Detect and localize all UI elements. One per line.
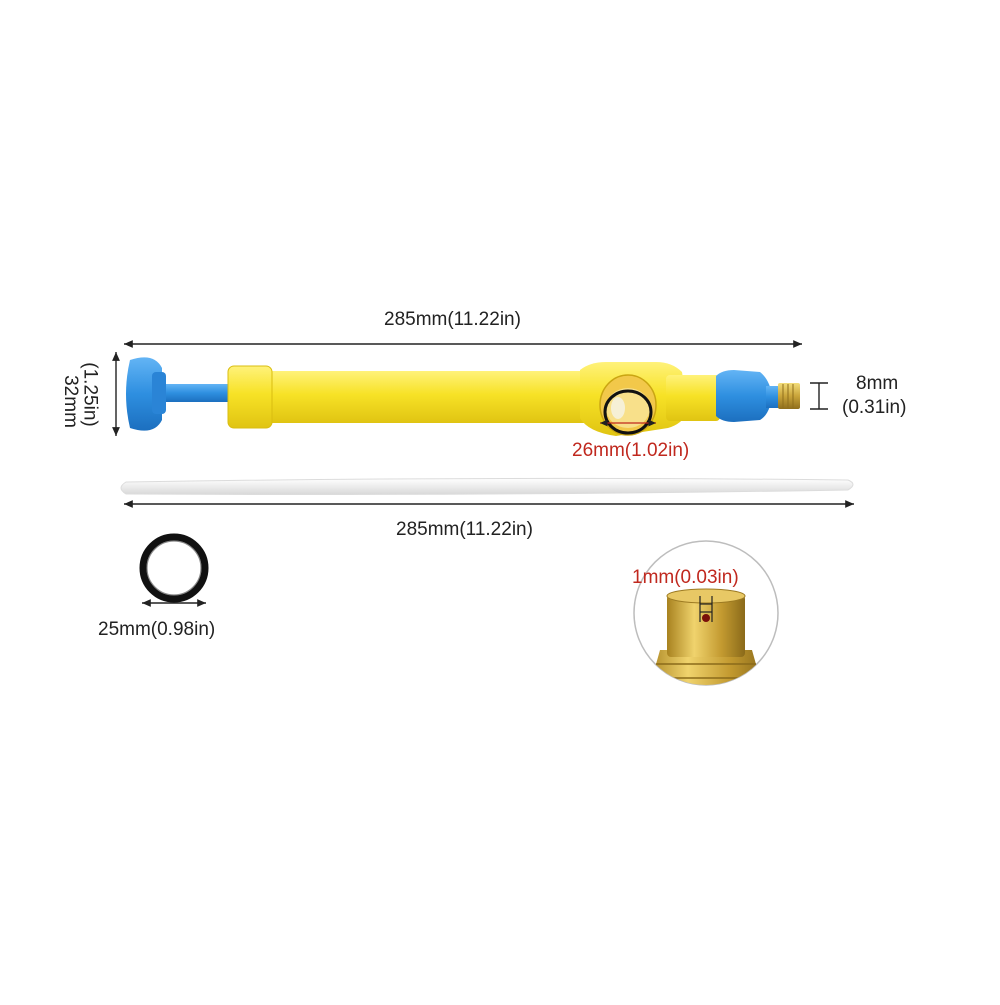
nozzle-hole-label: 1mm(0.03in) [632,567,739,588]
nozzle-size-bracket [810,382,828,410]
hose-icon [120,477,854,495]
oring-diameter-label: 25mm(0.98in) [98,619,216,640]
handle-height-in-label: (1.25in) [79,362,101,427]
o-ring-icon [139,533,209,603]
nozzle-size-mm-label: 8mm [856,373,899,394]
handle-height-mm-label: 32mm [59,375,81,428]
nozzle-size-in-label: (0.31in) [842,397,907,418]
hose-length-label: 285mm(11.22in) [396,519,533,540]
pump-length-label: 285mm(11.22in) [384,309,521,330]
nozzle-detail-zoom [633,540,779,686]
chamber-diameter-label: 26mm(1.02in) [572,440,690,461]
hand-pump-sprayer-icon [126,357,800,436]
